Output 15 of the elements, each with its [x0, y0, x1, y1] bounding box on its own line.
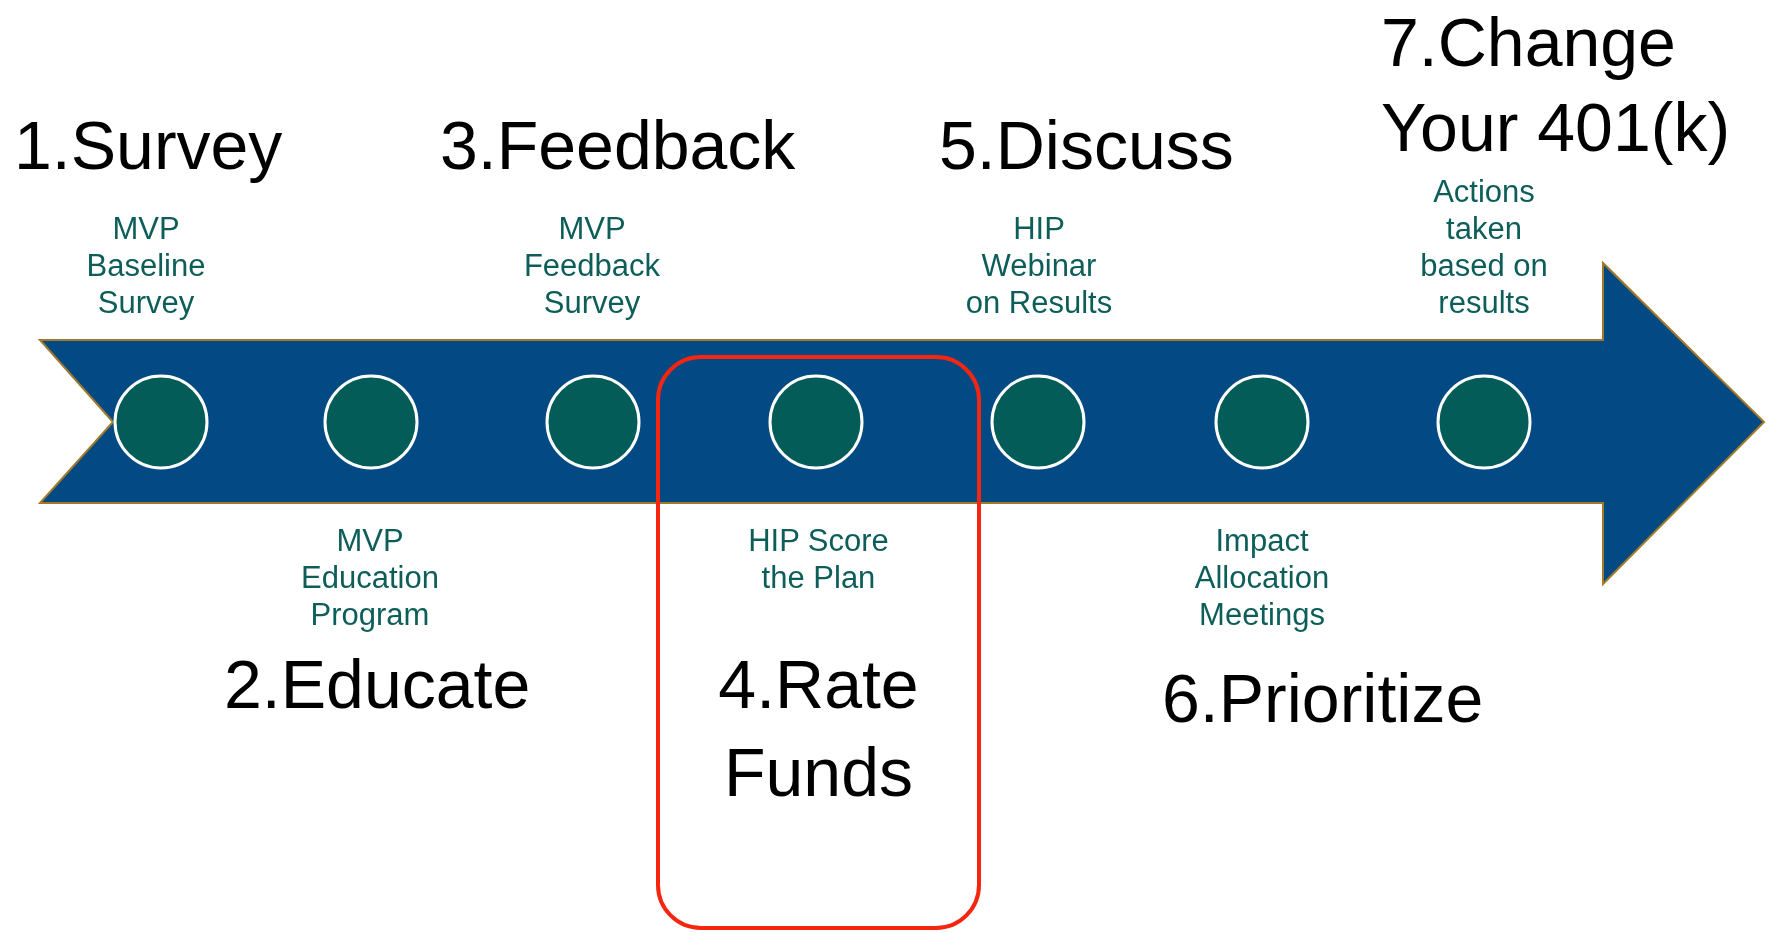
step-heading: 6.Prioritize [1162, 659, 1484, 738]
step-description: HIP Webinar on Results [964, 210, 1114, 321]
step-heading: 7.Change Your 401(k) [1381, 3, 1732, 167]
step-description: MVP Education Program [300, 522, 440, 633]
step-heading: 2.Educate [224, 645, 531, 724]
step-heading: 5.Discuss [939, 106, 1234, 185]
step-description: MVP Baseline Survey [85, 210, 207, 321]
step-heading: 3.Feedback [440, 106, 796, 185]
step-description: HIP Score the Plan [747, 522, 890, 596]
step-description: Actions taken based on results [1419, 173, 1549, 321]
step-description: Impact Allocation Meetings [1193, 522, 1331, 633]
step-description: MVP Feedback Survey [522, 210, 662, 321]
step-heading: 4.Rate Funds [717, 645, 920, 812]
step-heading: 1.Survey [14, 106, 283, 185]
highlight-frame [656, 355, 981, 930]
